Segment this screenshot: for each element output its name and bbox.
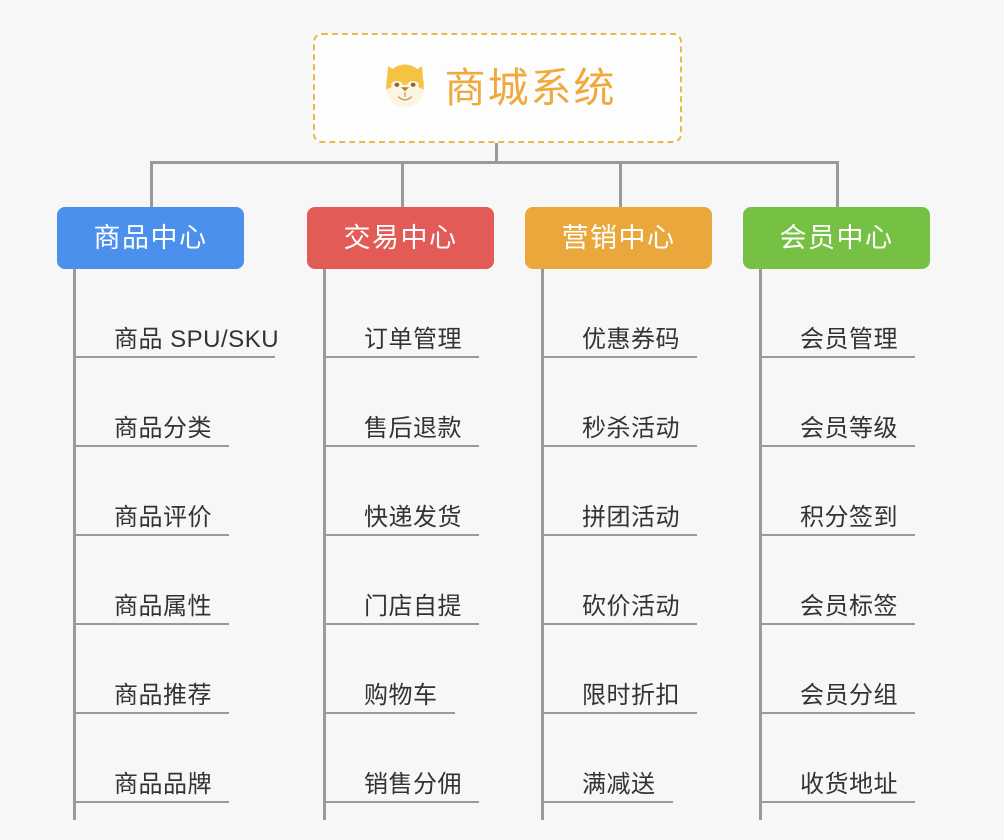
list-item-label: 会员标签 <box>800 593 898 620</box>
column-spine <box>541 269 544 820</box>
list-item-underline <box>323 801 479 803</box>
drop-line-column-2 <box>401 161 404 207</box>
list-item-underline <box>73 801 229 803</box>
list-item-label: 优惠券码 <box>582 326 680 353</box>
list-item-underline <box>323 534 479 536</box>
drop-line-column-3 <box>619 161 622 207</box>
list-item-label: 砍价活动 <box>582 593 680 620</box>
list-item-label: 售后退款 <box>364 415 462 442</box>
list-item-underline <box>541 534 697 536</box>
list-item-label: 会员等级 <box>800 415 898 442</box>
shiba-dog-face-icon <box>379 62 431 114</box>
list-item-label: 积分签到 <box>800 504 898 531</box>
category-label: 交易中心 <box>343 222 458 253</box>
list-item-label: 满减送 <box>582 771 656 798</box>
category-header-marketing-center[interactable]: 营销中心 <box>525 207 712 269</box>
list-item-underline <box>541 445 697 447</box>
column-spine <box>759 269 762 820</box>
list-item-underline <box>73 356 275 358</box>
list-item-label: 商品分类 <box>114 415 212 442</box>
category-header-product-center[interactable]: 商品中心 <box>57 207 244 269</box>
list-item-underline <box>759 445 915 447</box>
root-node[interactable]: 商城系统 <box>313 33 682 143</box>
list-item-underline <box>759 801 915 803</box>
category-label: 营销中心 <box>561 222 676 253</box>
category-header-trade-center[interactable]: 交易中心 <box>307 207 494 269</box>
list-item-label: 秒杀活动 <box>582 415 680 442</box>
category-label: 商品中心 <box>93 222 208 253</box>
list-item-underline <box>323 623 479 625</box>
list-item-underline <box>73 534 229 536</box>
list-item-underline <box>73 445 229 447</box>
list-item-underline <box>323 445 479 447</box>
list-item-label: 快递发货 <box>364 504 462 531</box>
list-item-underline <box>323 356 479 358</box>
list-item-label: 门店自提 <box>364 593 462 620</box>
column-spine <box>323 269 326 820</box>
list-item-underline <box>759 623 915 625</box>
list-item-label: 商品推荐 <box>114 682 212 709</box>
list-item-underline <box>73 712 229 714</box>
root-stem-line <box>495 143 498 163</box>
list-item-underline <box>759 534 915 536</box>
list-item-label: 限时折扣 <box>582 682 680 709</box>
list-item-underline <box>759 712 915 714</box>
drop-line-column-1 <box>150 161 153 207</box>
list-item-label: 商品评价 <box>114 504 212 531</box>
list-item-label: 会员分组 <box>800 682 898 709</box>
category-label: 会员中心 <box>779 222 894 253</box>
column-spine <box>73 269 76 820</box>
list-item-label: 商品属性 <box>114 593 212 620</box>
list-item-underline <box>541 623 697 625</box>
list-item-label: 商品 SPU/SKU <box>114 326 280 353</box>
list-item-label: 购物车 <box>364 682 438 709</box>
list-item-label: 订单管理 <box>364 326 462 353</box>
root-title: 商城系统 <box>444 64 617 111</box>
horizontal-bus-line <box>150 161 838 164</box>
list-item-label: 商品品牌 <box>114 771 212 798</box>
list-item-underline <box>541 712 697 714</box>
drop-line-column-4 <box>836 161 839 207</box>
list-item-label: 拼团活动 <box>582 504 680 531</box>
list-item-underline <box>73 623 229 625</box>
list-item-label: 会员管理 <box>800 326 898 353</box>
list-item-underline <box>323 712 455 714</box>
category-header-member-center[interactable]: 会员中心 <box>743 207 930 269</box>
list-item-label: 销售分佣 <box>364 771 462 798</box>
list-item-underline <box>759 356 915 358</box>
list-item-underline <box>541 801 673 803</box>
list-item-label: 收货地址 <box>800 771 898 798</box>
list-item-underline <box>541 356 697 358</box>
